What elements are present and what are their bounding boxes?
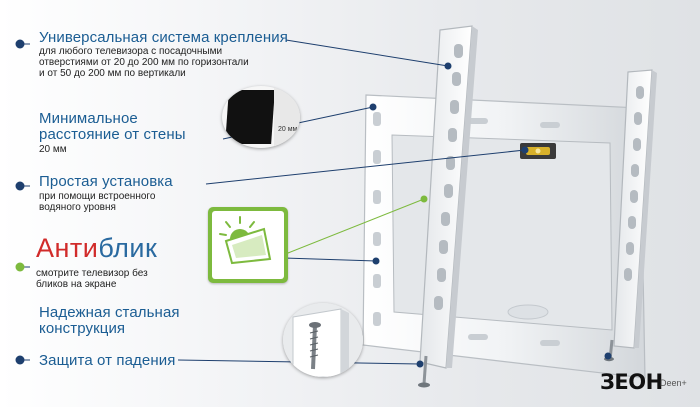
right-vertical-arm <box>604 69 657 362</box>
screw-detail-illustration <box>283 303 363 377</box>
sun-screen-icon <box>219 216 272 265</box>
feature-mount-system-title: Универсальная система крепления <box>39 29 288 46</box>
left-vertical-arm <box>418 25 478 388</box>
wall-plate <box>362 94 646 379</box>
antiglare-badge: АНТИблик <box>208 207 288 283</box>
feature-antiglare-desc-1: смотрите телевизор без <box>36 268 148 279</box>
feature-antiglare-desc-2: бликов на экране <box>36 279 117 290</box>
feature-steel-title-2: конструкция <box>39 320 126 337</box>
feature-fall-protection-title: Защита от падения <box>39 352 176 369</box>
tv-wall-gap-photo: 20 мм <box>222 86 300 148</box>
feature-easy-install-desc-1: при помощи встроенного <box>39 191 156 202</box>
feature-steel-title-1: Надежная стальная <box>39 304 180 321</box>
leader-dots <box>15 39 612 368</box>
feature-mount-system-desc-2: отверстиями от 20 до 200 мм по горизонта… <box>39 57 249 68</box>
feature-easy-install-desc-2: водяного уровня <box>39 202 116 213</box>
brand-logo: ЗЕОН Deen+ <box>600 370 687 394</box>
gap-caption: 20 мм <box>278 126 298 133</box>
antiglare-badge-label: АНТИблик <box>226 267 270 277</box>
feature-wall-distance-title-2: расстояние от стены <box>39 126 186 143</box>
safety-screw-detail <box>283 303 363 377</box>
feature-wall-distance-title-1: Минимальное <box>39 110 138 127</box>
tv-panel-image <box>225 90 275 144</box>
feature-wall-distance-desc: 20 мм <box>39 144 67 155</box>
feature-mount-system-desc-1: для любого телевизора с посадочными <box>39 46 223 57</box>
feature-easy-install-title: Простая установка <box>39 173 173 190</box>
bubble-level <box>520 143 556 159</box>
feature-antiglare-title: Антиблик <box>36 233 158 263</box>
feature-mount-system-desc-3: и от 50 до 200 мм по вертикали <box>39 68 186 79</box>
